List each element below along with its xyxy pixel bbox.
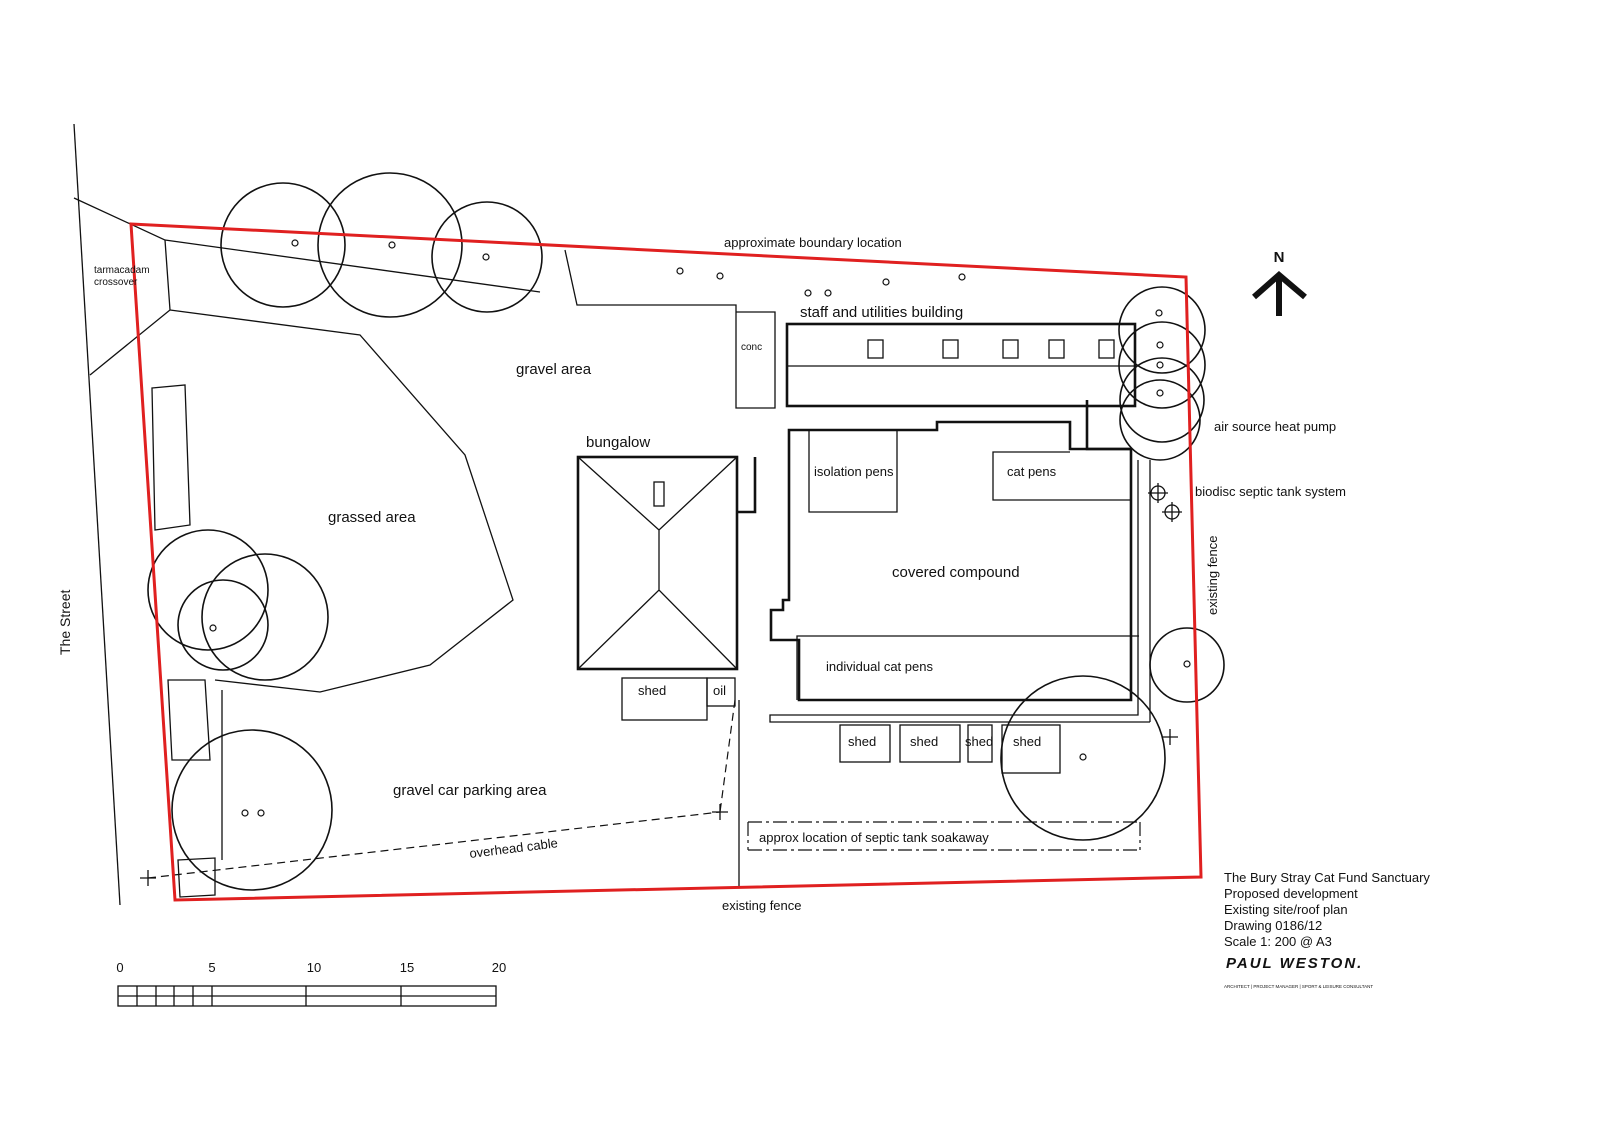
tree-icon <box>1119 379 1201 461</box>
cat-pens-label: cat pens <box>1007 464 1057 479</box>
trees <box>147 172 1225 891</box>
tree-icon <box>1118 286 1206 374</box>
tree-icon <box>1000 675 1166 841</box>
site-boundary <box>129 222 1203 902</box>
title-line-2: Proposed development <box>1224 886 1358 901</box>
signature: PAUL WESTON. <box>1226 955 1363 972</box>
scale-tick-label: 0 <box>116 960 123 975</box>
tree-icon <box>220 182 346 308</box>
isolation-pens-label: isolation pens <box>814 464 894 479</box>
services <box>140 483 1182 888</box>
tree-icon <box>431 201 543 313</box>
tree-icon <box>147 529 269 651</box>
individual-cat-pens-label: individual cat pens <box>826 659 933 674</box>
staff-building-label: staff and utilities building <box>800 304 963 321</box>
north-arrow-icon: N <box>1252 249 1307 316</box>
tarmac-label-2: crossover <box>94 277 138 288</box>
scale-tick-label: 5 <box>208 960 215 975</box>
tree-icon <box>1119 357 1205 443</box>
credentials: ARCHITECT | PROJECT MANAGER | SPORT & LE… <box>1224 984 1373 989</box>
existing-fence-bottom-label: existing fence <box>722 898 802 913</box>
tree-icon <box>177 579 269 671</box>
septic-soakaway-label: approx location of septic tank soakaway <box>759 830 989 845</box>
scale-tick-label: 20 <box>492 960 506 975</box>
title-line-1: The Bury Stray Cat Fund Sanctuary <box>1224 870 1430 885</box>
biodisc-label: biodisc septic tank system <box>1195 484 1346 499</box>
tree-icon <box>201 553 329 681</box>
bungalow-label: bungalow <box>586 434 650 451</box>
shed-label: shed <box>965 734 993 749</box>
scale-tick-label: 15 <box>400 960 414 975</box>
tree-icon <box>171 729 333 891</box>
tree-icon <box>317 172 463 318</box>
shed-label: shed <box>848 734 876 749</box>
grassed-area-label: grassed area <box>328 509 416 526</box>
overhead-cable-label: overhead cable <box>469 835 559 861</box>
shed-label: shed <box>1013 734 1041 749</box>
gravel-area-label: gravel area <box>516 361 592 378</box>
oil-label: oil <box>713 683 726 698</box>
air-source-label: air source heat pump <box>1214 419 1336 434</box>
boundary-label: approximate boundary location <box>724 235 902 250</box>
title-line-4: Drawing 0186/12 <box>1224 918 1322 933</box>
title-block: The Bury Stray Cat Fund Sanctuary Propos… <box>1224 870 1430 989</box>
septic-tank-icon <box>1148 483 1182 522</box>
bungalow-building <box>576 455 757 671</box>
street-label: The Street <box>57 590 73 655</box>
gravel-parking-label: gravel car parking area <box>393 782 547 799</box>
shed-label: shed <box>638 683 666 698</box>
scale-tick-label: 10 <box>307 960 321 975</box>
north-label: N <box>1274 249 1285 266</box>
covered-compound-label: covered compound <box>892 564 1020 581</box>
title-line-3: Existing site/roof plan <box>1224 902 1348 917</box>
existing-fence-right-label: existing fence <box>1205 536 1220 616</box>
conc-label: conc <box>741 342 762 353</box>
street-lines <box>73 123 776 906</box>
title-line-5: Scale 1: 200 @ A3 <box>1224 934 1332 949</box>
shed-label: shed <box>910 734 938 749</box>
tree-icon <box>1118 321 1206 409</box>
tree-icon <box>1149 627 1225 703</box>
tarmac-label-1: tarmacadam <box>94 265 150 276</box>
covered-compound <box>769 420 1151 723</box>
sheds <box>621 677 1061 774</box>
scale-bar: 0 5 10 15 20 <box>116 960 506 1007</box>
hedge <box>151 384 223 898</box>
